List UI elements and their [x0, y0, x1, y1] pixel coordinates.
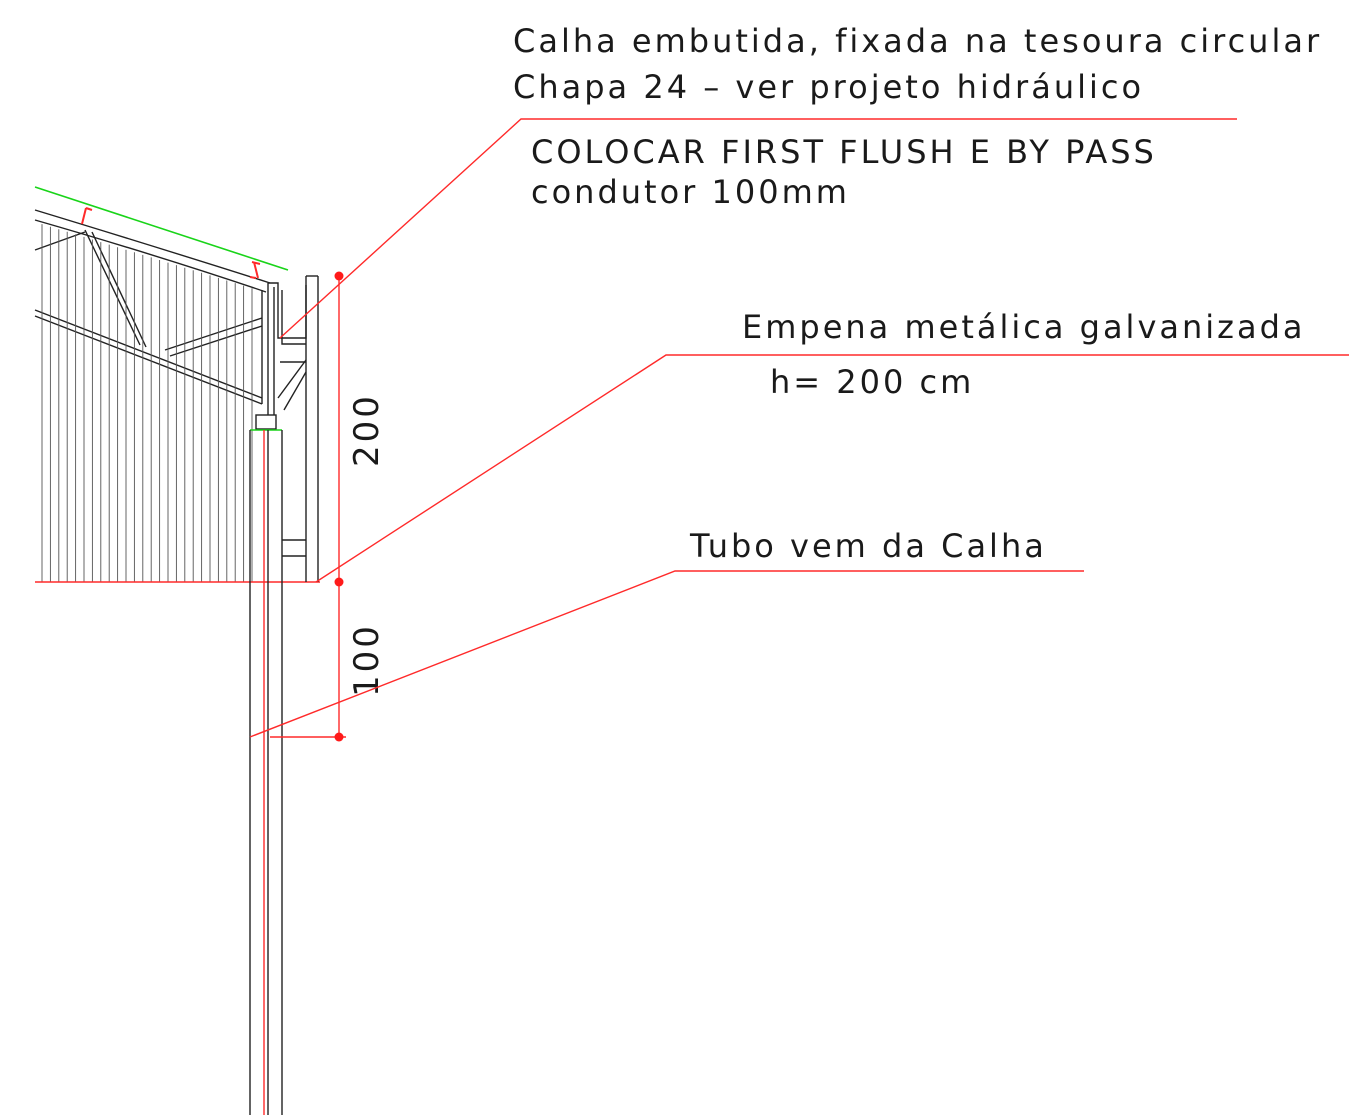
gutter-note-line1: Calha embutida, fixada na tesoura circul… — [513, 22, 1322, 60]
truss-diagonal — [91, 231, 147, 348]
truss-bottom-chord — [34, 309, 263, 399]
first-flush-note-line1: COLOCAR FIRST FLUSH E BY PASS — [531, 133, 1157, 171]
gutter-note-line2: Chapa 24 – ver projeto hidráulico — [513, 68, 1144, 106]
gable-note-line1: Empena metálica galvanizada — [742, 308, 1305, 346]
pipe-leader — [249, 570, 1084, 738]
gutter-leader — [279, 118, 1237, 339]
purlin-mark — [81, 207, 93, 225]
gutter-profile-inner — [281, 290, 306, 345]
gutter-assembly — [250, 275, 319, 582]
truss-top-chord-inner — [34, 219, 267, 293]
dimension-lower-label: 100 — [347, 623, 387, 697]
truss-diagonal — [169, 325, 263, 357]
gable-note-line2: h= 200 cm — [770, 363, 974, 401]
gutter-profile — [267, 282, 307, 415]
dimension-chain: 200 100 — [270, 271, 387, 742]
dimension-tick — [334, 577, 344, 587]
gable-leader — [315, 354, 1349, 583]
dimension-tick — [334, 732, 344, 742]
gable-brace — [283, 371, 307, 411]
first-flush-note-line2: condutor 100mm — [531, 173, 850, 211]
truss-diagonal — [84, 229, 141, 346]
gable-brace — [277, 359, 307, 399]
truss-bottom-chord-2 — [34, 315, 263, 405]
roof-truss — [34, 186, 289, 405]
column — [249, 430, 283, 1115]
roof-sheet-line — [34, 186, 289, 271]
dimension-upper-label: 200 — [347, 393, 387, 467]
pipe-note: Tubo vem da Calha — [689, 527, 1047, 565]
truss-diagonal — [164, 317, 263, 351]
wall-cladding — [41, 224, 253, 582]
dimension-tick — [334, 271, 344, 281]
base-plate — [255, 414, 277, 430]
leaders — [249, 118, 1349, 738]
truss-diagonal — [34, 231, 86, 251]
purlin-mark — [249, 261, 261, 279]
truss-top-chord — [34, 209, 271, 284]
